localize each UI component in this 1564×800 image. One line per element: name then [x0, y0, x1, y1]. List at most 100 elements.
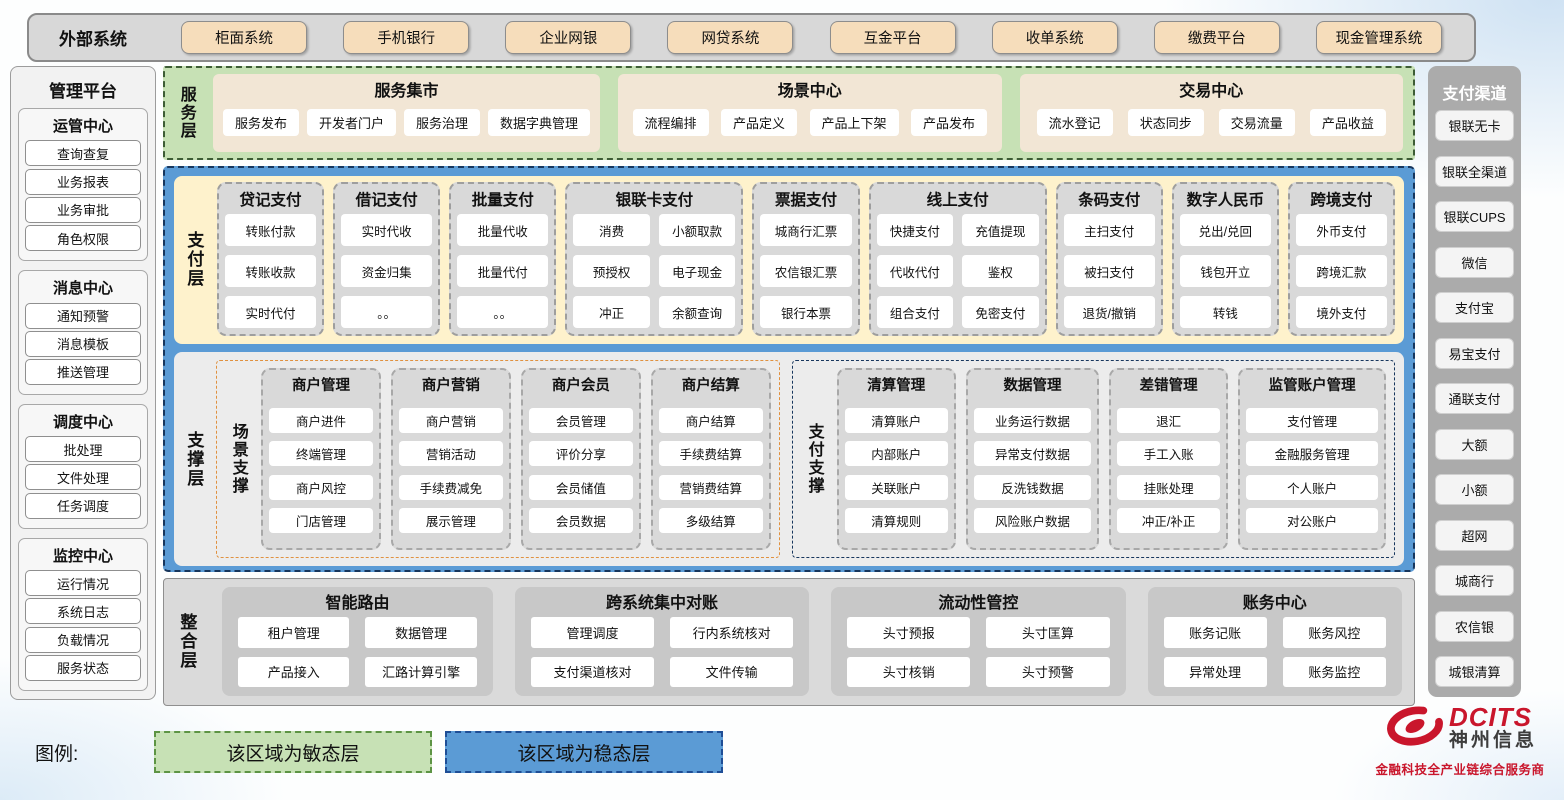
support-column-title: 数据管理	[1003, 378, 1062, 394]
support-item: 多级结算	[658, 508, 763, 534]
legend-agile-box: 该区域为敏态层	[154, 731, 432, 773]
management-item: 运行情况	[25, 570, 141, 597]
service-group: 服务集市服务发布开发者门户服务治理数据字典管理	[213, 74, 601, 152]
support-item: 风险账户数据	[973, 508, 1092, 534]
payment-channels-title: 支付渠道	[1442, 86, 1507, 103]
support-column-items: 退汇手工入账挂账处理冲正/补正	[1117, 399, 1221, 542]
integration-item: 支付渠道核对	[530, 656, 655, 687]
integration-item: 头寸预报	[847, 617, 971, 648]
integration-item: 账务监控	[1282, 656, 1387, 687]
payment-column-title: 票据支付	[774, 192, 837, 209]
external-systems-buttons: 柜面系统手机银行企业网银网贷系统互金平台收单系统缴费平台现金管理系统	[163, 21, 1460, 54]
support-group-orange: 场景支撑商户管理商户进件终端管理商户风控门店管理商户营销商户营销营销活动手续费减…	[216, 360, 780, 558]
payment-item: 。。	[341, 296, 433, 328]
integration-group: 跨系统集中对账管理调度行内系统核对支付渠道核对文件传输	[514, 587, 810, 696]
service-item: 流程编排	[632, 108, 709, 136]
payment-item: 预授权	[573, 255, 650, 287]
logo-tagline: 金融科技全产业链综合服务商	[1375, 763, 1545, 777]
payment-item: 。。	[457, 296, 549, 328]
integration-group: 账务中心账务记账账务风控异常处理账务监控	[1147, 587, 1403, 696]
payment-item: 鉴权	[962, 255, 1039, 287]
integration-group-items: 账务记账账务风控异常处理账务监控	[1163, 617, 1387, 687]
support-item: 挂账处理	[1117, 474, 1221, 500]
external-systems-label: 外部系统	[59, 30, 127, 49]
payment-layer: 支付层 贷记支付转账付款转账收款实时代付借记支付实时代收资金归集。。批量支付批量…	[174, 176, 1404, 344]
service-item: 开发者门户	[307, 108, 397, 136]
support-column-title: 商户营销	[421, 378, 480, 394]
dcits-swirl-icon	[1383, 700, 1447, 757]
payment-item: 转钱	[1179, 296, 1271, 328]
integration-item: 头寸预警	[986, 656, 1110, 687]
support-item: 手工入账	[1117, 441, 1221, 467]
payment-column: 跨境支付外币支付跨境汇款境外支付	[1287, 182, 1395, 336]
integration-group-title: 流动性管控	[938, 595, 1019, 612]
payment-channel-item: 银联无卡	[1435, 110, 1514, 141]
payment-item: 组合支付	[876, 296, 954, 328]
payment-item: 被扫支付	[1063, 255, 1155, 287]
support-groups: 场景支撑商户管理商户进件终端管理商户风控门店管理商户营销商户营销营销活动手续费减…	[216, 360, 1395, 558]
management-group: 消息中心通知预警消息模板推送管理	[18, 270, 148, 395]
service-group-title: 场景中心	[777, 83, 842, 100]
support-column-title: 商户会员	[551, 378, 610, 394]
logo-cn-name: 神州信息	[1448, 730, 1537, 752]
payment-column: 借记支付实时代收资金归集。。	[333, 182, 441, 336]
support-column-title: 清算管理	[867, 378, 926, 394]
payment-column-title: 条码支付	[1078, 192, 1141, 209]
management-item: 查询查复	[25, 140, 141, 167]
legend-boxes: 该区域为敏态层该区域为稳态层	[154, 731, 723, 773]
management-platform-title: 管理平台	[49, 82, 117, 101]
management-item: 业务审批	[25, 196, 141, 223]
payment-item: 消费	[573, 214, 650, 246]
payment-item: 主扫支付	[1063, 214, 1155, 246]
support-item: 清算账户	[844, 407, 948, 433]
integration-item: 头寸核销	[847, 656, 971, 687]
payment-item: 免密支付	[962, 296, 1039, 328]
integration-item: 行内系统核对	[670, 617, 794, 648]
support-item: 商户进件	[269, 407, 373, 433]
payment-column-title: 批量支付	[471, 192, 534, 209]
payment-column-items: 外币支付跨境汇款境外支付	[1295, 214, 1387, 328]
support-item: 门店管理	[269, 508, 373, 534]
support-item: 支付管理	[1246, 407, 1378, 433]
integration-item: 汇路计算引擎	[365, 656, 477, 687]
integration-item: 文件传输	[670, 656, 794, 687]
payment-layer-label: 支付层	[184, 230, 204, 288]
management-group-title: 监控中心	[52, 547, 113, 565]
support-group-navy: 支付支撑清算管理清算账户内部账户关联账户清算规则数据管理业务运行数据异常支付数据…	[791, 360, 1395, 558]
external-system-item: 收单系统	[991, 21, 1118, 54]
support-column: 商户结算商户结算手续费结算营销费结算多级结算	[650, 368, 771, 550]
payment-item: 实时代收	[341, 214, 433, 246]
payment-channel-item: 易宝支付	[1435, 337, 1514, 369]
service-group-title: 交易中心	[1179, 83, 1244, 100]
management-item: 通知预警	[25, 302, 141, 329]
management-item: 消息模板	[25, 330, 141, 357]
payment-column-title: 数字人民币	[1186, 192, 1265, 209]
service-layer: 服务层 服务集市服务发布开发者门户服务治理数据字典管理场景中心流程编排产品定义产…	[163, 66, 1415, 160]
service-item: 产品上下架	[809, 108, 899, 136]
support-column-title: 差错管理	[1139, 378, 1198, 394]
payment-column-title: 跨境支付	[1310, 192, 1373, 209]
integration-group-items: 头寸预报头寸匡算头寸核销头寸预警	[847, 617, 1110, 687]
payment-channel-item: 城银清算	[1435, 656, 1514, 687]
support-column-items: 清算账户内部账户关联账户清算规则	[844, 399, 948, 542]
payment-channel-item: 大额	[1435, 428, 1514, 460]
payment-item: 城商行汇票	[760, 214, 852, 246]
support-layer-label: 支撑层	[184, 430, 204, 488]
payment-column-items: 快捷支付充值提现代收代付鉴权组合支付免密支付	[876, 214, 1039, 328]
support-item: 手续费减免	[398, 474, 503, 500]
management-item: 负载情况	[25, 626, 141, 653]
support-layer: 支撑层 场景支撑商户管理商户进件终端管理商户风控门店管理商户营销商户营销营销活动…	[174, 352, 1404, 566]
support-item: 金融服务管理	[1246, 441, 1378, 467]
support-item: 会员管理	[528, 407, 633, 433]
service-item: 产品收益	[1309, 108, 1386, 136]
payment-item: 农信银汇票	[760, 255, 852, 287]
support-item: 商户营销	[398, 407, 503, 433]
payment-channel-item: 超网	[1435, 519, 1514, 551]
payment-column: 线上支付快捷支付充值提现代收代付鉴权组合支付免密支付	[868, 182, 1047, 336]
service-item: 产品发布	[910, 108, 987, 136]
support-column: 商户营销商户营销营销活动手续费减免展示管理	[390, 368, 511, 550]
payment-item: 小额取款	[658, 214, 736, 246]
payment-item: 资金归集	[341, 255, 433, 287]
payment-item: 实时代付	[225, 296, 317, 328]
